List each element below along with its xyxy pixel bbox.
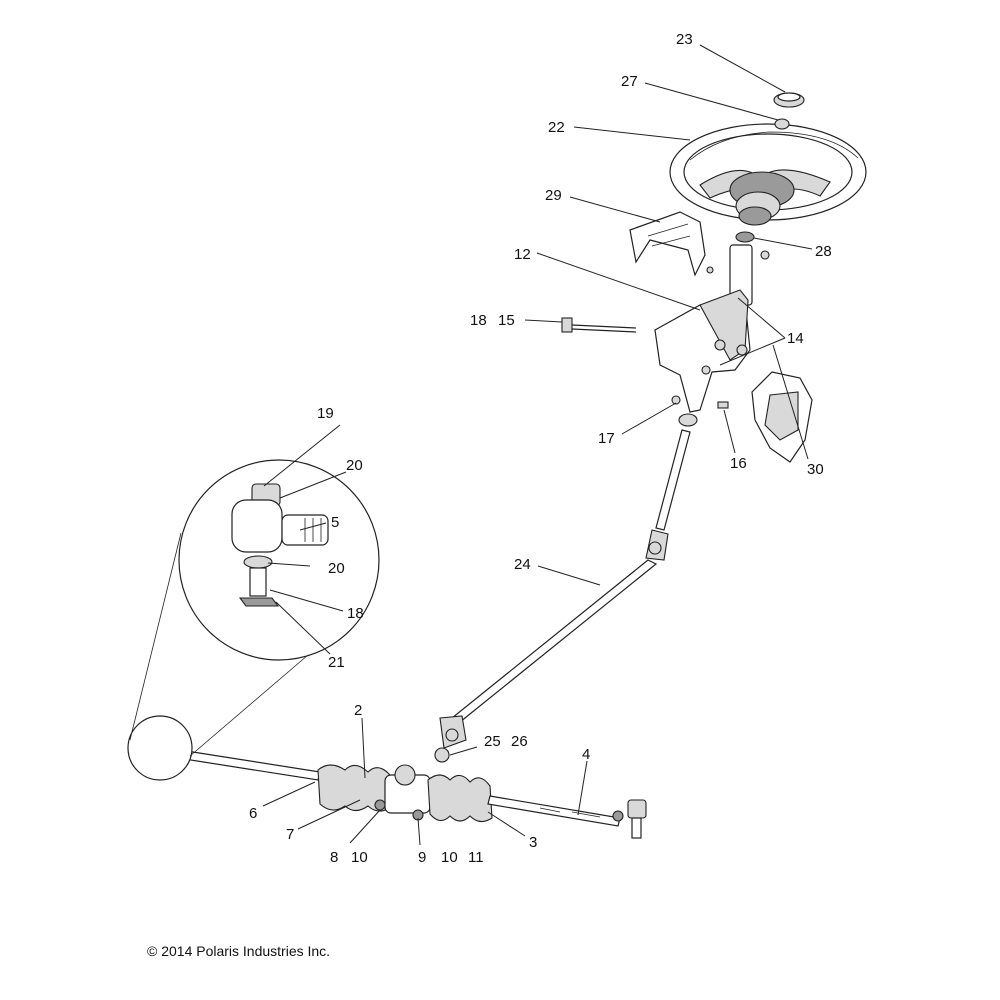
callout-10-right: 10 bbox=[441, 849, 458, 866]
washer bbox=[735, 231, 755, 243]
callout-18-detail: 18 bbox=[347, 605, 364, 622]
copyright-notice: © 2014 Polaris Industries Inc. bbox=[147, 943, 331, 959]
leader-lines bbox=[262, 44, 813, 846]
callout-2: 2 bbox=[354, 702, 362, 719]
steering-column-bracket bbox=[654, 244, 770, 427]
callout-4: 4 bbox=[582, 746, 590, 763]
steering-wheel bbox=[669, 123, 867, 226]
horn-cap bbox=[773, 92, 805, 108]
callout-23: 23 bbox=[676, 31, 693, 48]
screw bbox=[717, 401, 729, 409]
callout-5: 5 bbox=[331, 514, 339, 531]
callout-19: 19 bbox=[317, 405, 334, 422]
mount-bolt bbox=[561, 317, 637, 333]
callout-20-lower: 20 bbox=[328, 560, 345, 577]
upper-column-cover bbox=[629, 211, 706, 277]
steering-nut bbox=[774, 118, 790, 130]
callout-21: 21 bbox=[328, 654, 345, 671]
callout-17: 17 bbox=[598, 430, 615, 447]
callout-24: 24 bbox=[514, 556, 531, 573]
detail-view bbox=[127, 459, 380, 781]
callout-30: 30 bbox=[807, 461, 824, 478]
callout-16: 16 bbox=[730, 455, 747, 472]
callout-15: 15 bbox=[498, 312, 515, 329]
callout-10-left: 10 bbox=[351, 849, 368, 866]
callout-6: 6 bbox=[249, 805, 257, 822]
callout-12: 12 bbox=[514, 246, 531, 263]
intermediate-shaft bbox=[439, 429, 691, 749]
callout-22: 22 bbox=[548, 119, 565, 136]
lower-column-cover bbox=[751, 371, 813, 463]
steering-rack bbox=[177, 747, 621, 827]
callout-25: 25 bbox=[484, 733, 501, 750]
callout-27: 27 bbox=[621, 73, 638, 90]
callout-26: 26 bbox=[511, 733, 528, 750]
callout-14: 14 bbox=[787, 330, 804, 347]
callout-20-upper: 20 bbox=[346, 457, 363, 474]
callout-9: 9 bbox=[418, 849, 426, 866]
callout-29: 29 bbox=[545, 187, 562, 204]
callout-18-upper: 18 bbox=[470, 312, 487, 329]
callout-28: 28 bbox=[815, 243, 832, 260]
callout-labels: 23 27 22 29 28 12 18 15 14 17 16 30 19 2… bbox=[249, 31, 832, 866]
callout-3: 3 bbox=[529, 834, 537, 851]
callout-11: 11 bbox=[468, 849, 484, 866]
nut bbox=[671, 395, 681, 405]
callout-8: 8 bbox=[330, 849, 338, 866]
callout-7: 7 bbox=[286, 826, 294, 843]
right-tie-rod-end bbox=[612, 799, 647, 839]
